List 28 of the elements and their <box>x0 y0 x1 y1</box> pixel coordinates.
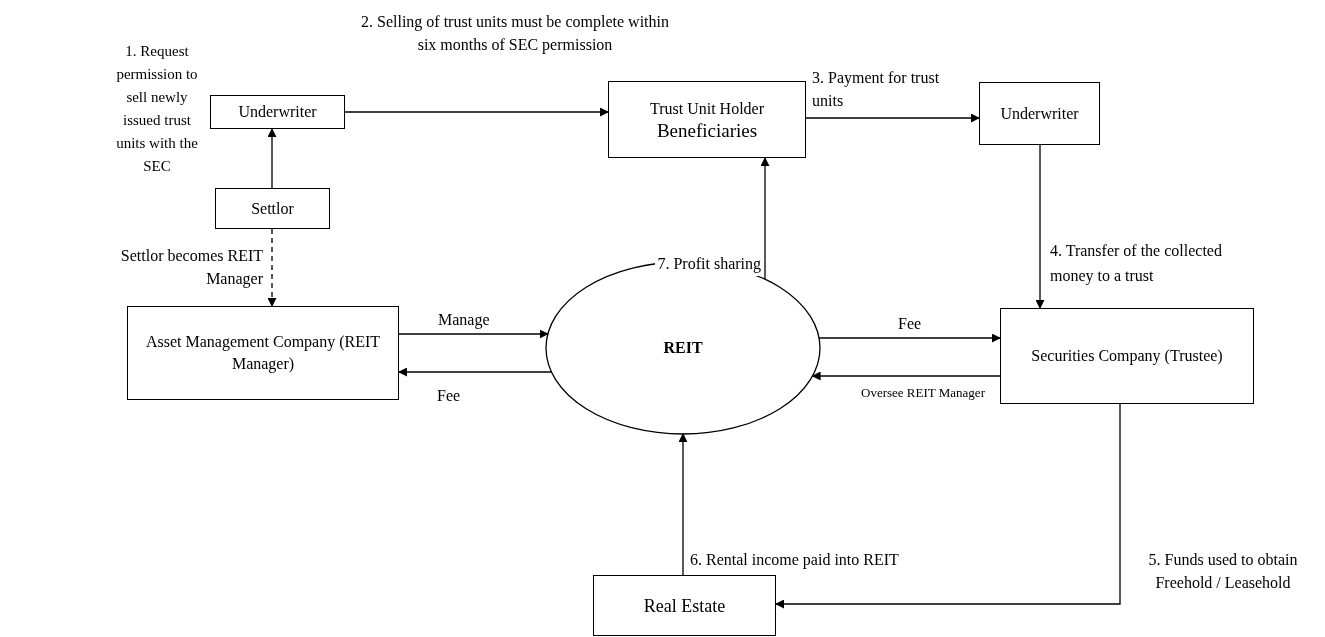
arrow <box>811 371 1001 381</box>
dashed-arrow <box>267 228 277 307</box>
node-label: Underwriter <box>1000 103 1079 124</box>
arrow <box>818 333 1001 343</box>
arrow <box>1035 144 1045 309</box>
process-box <box>210 95 345 129</box>
process-box <box>127 306 399 400</box>
node-label: Trust Unit Holder <box>649 98 765 119</box>
node-label: Securities Company (Trustee) <box>1031 346 1223 367</box>
process-box <box>593 575 776 636</box>
process-box <box>608 81 806 158</box>
arrow <box>760 157 770 280</box>
arrow <box>678 433 688 576</box>
node-label: Settlor <box>251 198 294 219</box>
arrow <box>398 329 549 339</box>
process-box <box>1000 308 1254 404</box>
arrow <box>344 107 609 117</box>
arrow <box>775 403 1121 609</box>
process-box <box>979 82 1100 145</box>
process-box <box>215 188 330 229</box>
node-label: Asset Management Company (REIT Manager) <box>144 332 382 375</box>
node-label: Beneficiaries <box>656 119 758 142</box>
arrow <box>267 128 277 189</box>
arrow <box>398 367 553 377</box>
node-label: REIT <box>663 338 703 358</box>
arrow <box>805 113 980 123</box>
node-label: Underwriter <box>238 102 317 122</box>
node-label: Real Estate <box>643 594 726 617</box>
